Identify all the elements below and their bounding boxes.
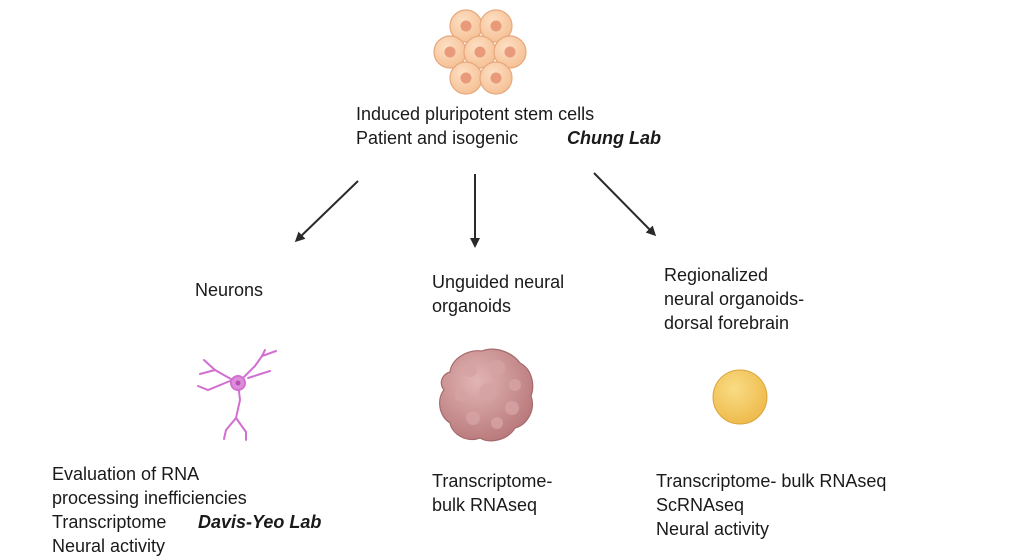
regionalized-desc-line3: Neural activity xyxy=(656,519,770,539)
neurons-desc-line3: Transcriptome xyxy=(52,512,167,532)
neurons-desc-line2: processing inefficiencies xyxy=(52,488,247,508)
organoid-icon xyxy=(439,348,534,442)
regionalized-desc-line2: ScRNAseq xyxy=(656,495,745,515)
regionalized-title-line3: dorsal forebrain xyxy=(664,313,790,333)
regional-organoid-icon xyxy=(712,369,768,425)
unguided-desc-line1: Transcriptome- xyxy=(432,471,553,491)
ipsc-cluster-icon xyxy=(433,9,527,95)
chung-lab-label: Chung Lab xyxy=(567,128,661,148)
unguided-title-line2: organoids xyxy=(432,296,512,316)
davis-yeo-lab-label: Davis-Yeo Lab xyxy=(198,512,322,532)
neuron-icon xyxy=(197,349,277,441)
regionalized-title-line1: Regionalized xyxy=(664,265,769,285)
ipsc-title: Induced pluripotent stem cells xyxy=(356,104,595,124)
neurons-desc-line4: Neural activity xyxy=(52,536,166,556)
unguided-desc-line2: bulk RNAseq xyxy=(432,495,538,515)
arrow-to-regionalized xyxy=(593,172,657,237)
neurons-title: Neurons xyxy=(195,280,264,300)
regionalized-title-line2: neural organoids- xyxy=(664,289,805,309)
neurons-desc-line1: Evaluation of RNA xyxy=(52,464,200,484)
regionalized-desc-line1: Transcriptome- bulk RNAseq xyxy=(656,471,887,491)
unguided-title-line1: Unguided neural xyxy=(432,272,565,292)
ipsc-subtitle: Patient and isogenic xyxy=(356,128,519,148)
arrow-to-neurons xyxy=(294,180,359,243)
